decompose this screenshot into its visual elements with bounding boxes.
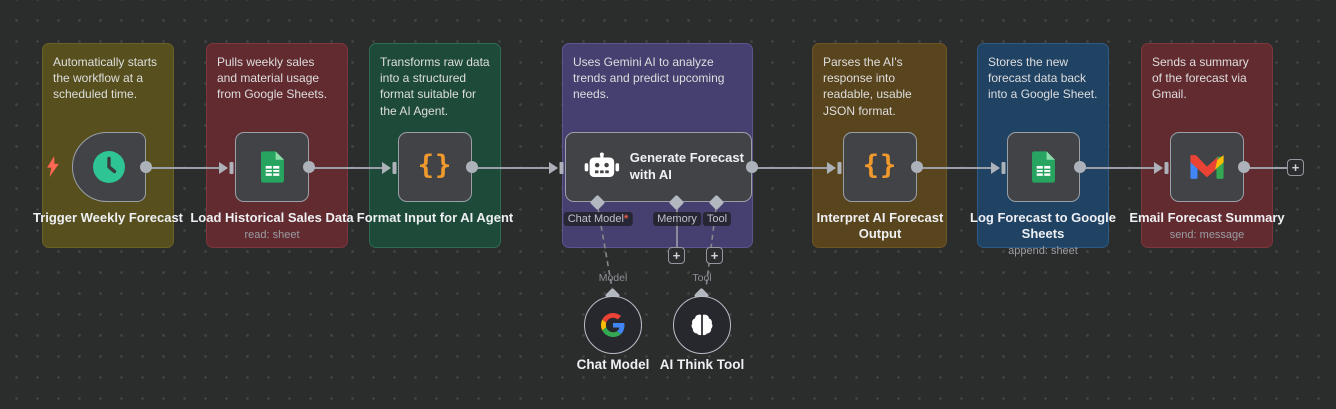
sticky-note-text: Automatically starts the workflow at a s… — [53, 55, 158, 102]
connection-line[interactable] — [752, 167, 829, 169]
add-tool-button[interactable]: + — [706, 247, 723, 264]
required-marker: * — [623, 213, 629, 225]
connection-line[interactable] — [917, 167, 993, 169]
output-port[interactable] — [911, 161, 923, 173]
output-port[interactable] — [140, 161, 152, 173]
plus-icon: + — [710, 248, 719, 263]
node-email-forecast-summary[interactable] — [1170, 132, 1244, 202]
tool-port-label: Tool — [702, 212, 732, 226]
node-load-historical-sales-data[interactable] — [235, 132, 309, 202]
node-log-forecast-to-google-sheets[interactable] — [1007, 132, 1080, 202]
node-label-interpret: Interpret AI Forecast Output — [816, 210, 944, 241]
sticky-note-text: Stores the new forecast data back into a… — [988, 55, 1098, 102]
google-g-icon — [601, 313, 625, 337]
code-braces-icon: {} — [862, 149, 898, 181]
google-sheets-icon — [260, 151, 284, 183]
gmail-icon — [1190, 155, 1224, 179]
brain-icon — [691, 314, 713, 336]
node-format-input-for-ai-agent[interactable]: {} — [398, 132, 472, 202]
input-port-icon — [1154, 162, 1169, 174]
sticky-note-trigger[interactable]: Automatically starts the workflow at a s… — [42, 43, 174, 248]
node-label-trigger: Trigger Weekly Forecast — [32, 210, 184, 225]
sticky-note-text: Transforms raw data into a structured fo… — [380, 55, 490, 118]
input-port-icon — [219, 162, 234, 174]
add-memory-button[interactable]: + — [668, 247, 685, 264]
connection-line[interactable] — [309, 167, 384, 169]
subnode-ai-think-tool[interactable] — [673, 296, 731, 354]
node-generate-forecast-with-ai[interactable]: Generate Forecast with AI — [565, 132, 752, 202]
chat-model-port-label: Chat Model* — [563, 212, 633, 226]
node-label-load-data: Load Historical Sales Data read: sheet — [190, 210, 354, 241]
node-title: Generate Forecast with AI — [629, 150, 744, 182]
connection-line[interactable] — [1080, 167, 1156, 169]
output-port[interactable] — [1238, 161, 1250, 173]
node-label-email: Email Forecast Summary send: message — [1129, 210, 1285, 241]
node-label-format-input: Format Input for AI Agent — [356, 210, 514, 225]
sticky-note-text: Parses the AI's response into readable, … — [823, 55, 912, 118]
sticky-note-load-data[interactable]: Pulls weekly sales and material usage fr… — [206, 43, 348, 248]
trigger-lightning-icon — [47, 156, 59, 177]
model-connector-label: Model — [598, 272, 628, 284]
sticky-note-text: Pulls weekly sales and material usage fr… — [217, 55, 328, 102]
robot-icon — [584, 152, 620, 178]
sticky-note-text: Uses Gemini AI to analyze trends and pre… — [573, 55, 725, 102]
output-port[interactable] — [1074, 161, 1086, 173]
node-trigger-weekly-forecast[interactable] — [72, 132, 146, 202]
subnode-label-chat-model: Chat Model — [576, 357, 650, 372]
clock-icon — [93, 151, 125, 183]
plus-icon: + — [1291, 160, 1300, 175]
code-braces-icon: {} — [417, 149, 453, 181]
add-next-node-button[interactable]: + — [1287, 159, 1304, 176]
memory-port-label: Memory — [653, 212, 701, 226]
input-port-icon — [827, 162, 842, 174]
google-sheets-icon — [1032, 151, 1055, 183]
tool-connector-label: Tool — [692, 272, 712, 284]
node-label-log-forecast: Log Forecast to Google Sheets append: sh… — [970, 210, 1116, 257]
input-port-icon — [991, 162, 1006, 174]
connection-line[interactable] — [1244, 167, 1288, 169]
subnode-label-ai-think-tool: AI Think Tool — [659, 357, 745, 372]
connection-line[interactable] — [146, 167, 221, 169]
sticky-note-text: Sends a summary of the forecast via Gmai… — [1152, 55, 1249, 102]
input-port-icon — [549, 162, 564, 174]
sticky-note-interpret[interactable]: Parses the AI's response into readable, … — [812, 43, 947, 248]
output-port[interactable] — [466, 161, 478, 173]
output-port[interactable] — [746, 161, 758, 173]
subnode-chat-model[interactable] — [584, 296, 642, 354]
output-port[interactable] — [303, 161, 315, 173]
input-port-icon — [382, 162, 397, 174]
node-interpret-ai-forecast-output[interactable]: {} — [843, 132, 917, 202]
connection-line[interactable] — [472, 167, 551, 169]
plus-icon: + — [672, 248, 681, 263]
